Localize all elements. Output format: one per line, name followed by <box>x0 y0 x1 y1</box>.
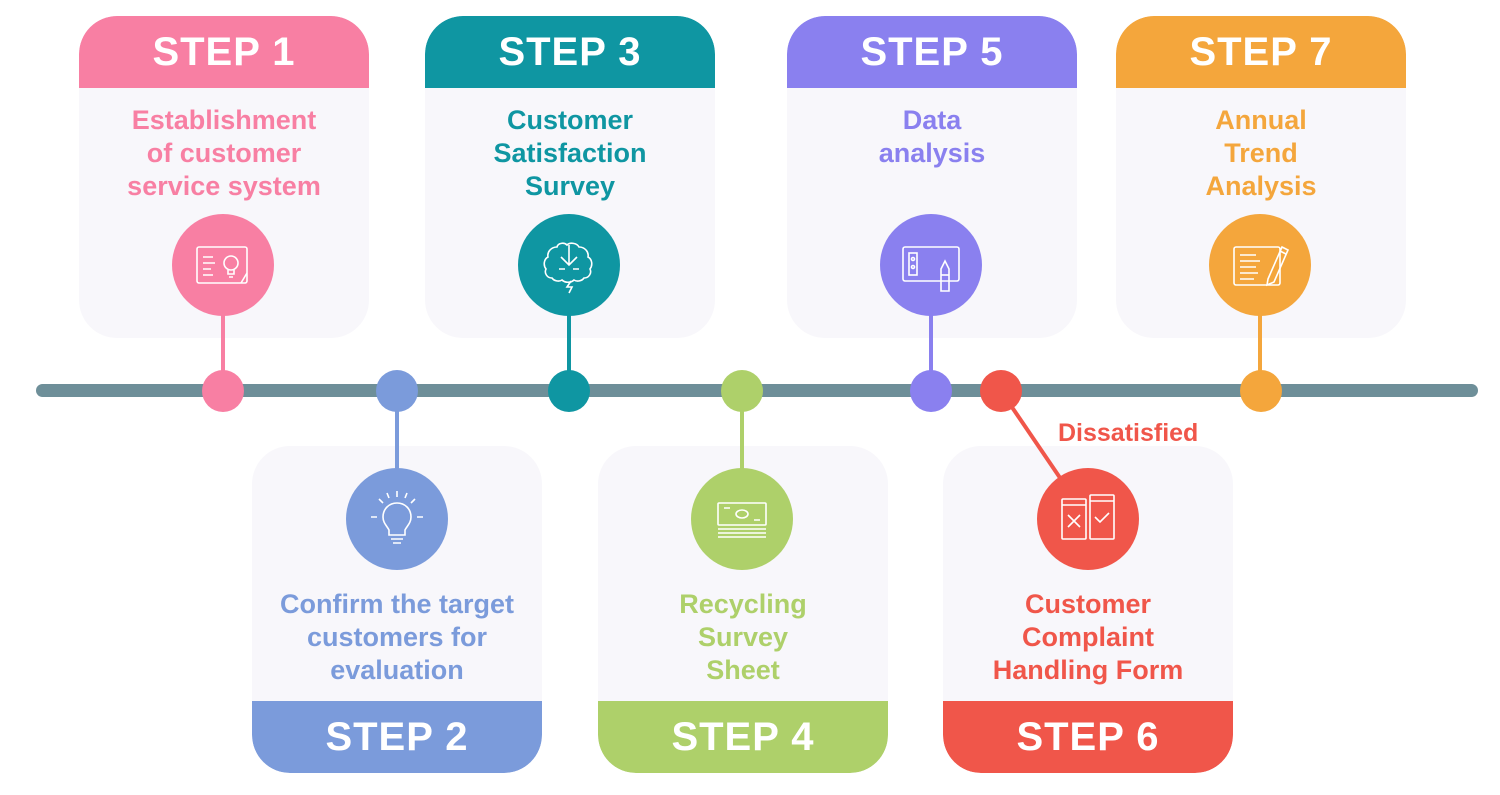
step-3-description: Customer Satisfaction Survey <box>493 105 647 201</box>
step-3-icon-circle <box>518 214 620 316</box>
step-2-connector <box>395 392 399 472</box>
step-6-header: STEP 6 <box>943 701 1233 773</box>
step-4-icon-circle <box>691 468 793 570</box>
step-1-connector <box>221 310 225 390</box>
step-6-icon-circle <box>1037 468 1139 570</box>
step-5-icon-circle <box>880 214 982 316</box>
step-7-icon-circle <box>1209 214 1311 316</box>
step-7-description: Annual Trend Analysis <box>1205 105 1317 201</box>
idea-document-icon <box>196 246 248 284</box>
step-6-description: Customer Complaint Handling Form <box>992 589 1184 685</box>
step-1-description: Establishment of customer service system <box>127 105 321 201</box>
step-5-timeline-dot <box>910 370 952 412</box>
lightbulb-icon <box>371 491 423 544</box>
step-4-timeline-dot <box>721 370 763 412</box>
step-5-connector <box>929 310 933 390</box>
step-3-header: STEP 3 <box>425 16 715 88</box>
step-2-icon-circle <box>346 468 448 570</box>
step-1-icon-circle <box>172 214 274 316</box>
money-stack-icon <box>717 502 767 538</box>
report-pencil-icon <box>1233 245 1290 287</box>
step-2-timeline-dot <box>376 370 418 412</box>
step-3-timeline-dot <box>548 370 590 412</box>
step-7-connector <box>1258 310 1262 390</box>
step-1-card: STEP 1 Establishment of customer service… <box>79 16 369 338</box>
reject-approve-icon <box>1061 494 1115 540</box>
step-2-header: STEP 2 <box>252 701 542 773</box>
step-5-description: Data analysis <box>878 105 986 168</box>
step-5-header: STEP 5 <box>787 16 1077 88</box>
dissatisfied-label: Dissatisfied <box>1058 419 1199 447</box>
tablet-pen-icon <box>902 246 960 292</box>
step-4-header: STEP 4 <box>598 701 888 773</box>
brain-icon <box>543 242 593 294</box>
step-4-description: Recycling Survey Sheet <box>679 589 807 685</box>
step-1-header: STEP 1 <box>79 16 369 88</box>
step-7-timeline-dot <box>1240 370 1282 412</box>
step-6-card: STEP 6 Customer Complaint Handling Form <box>943 446 1233 773</box>
step-2-description: Confirm the target customers for evaluat… <box>279 589 514 685</box>
step-7-header: STEP 7 <box>1116 16 1406 88</box>
step-3-connector <box>567 310 571 390</box>
step-1-timeline-dot <box>202 370 244 412</box>
step-4-connector <box>740 392 744 472</box>
step-6-timeline-dot <box>980 370 1022 412</box>
